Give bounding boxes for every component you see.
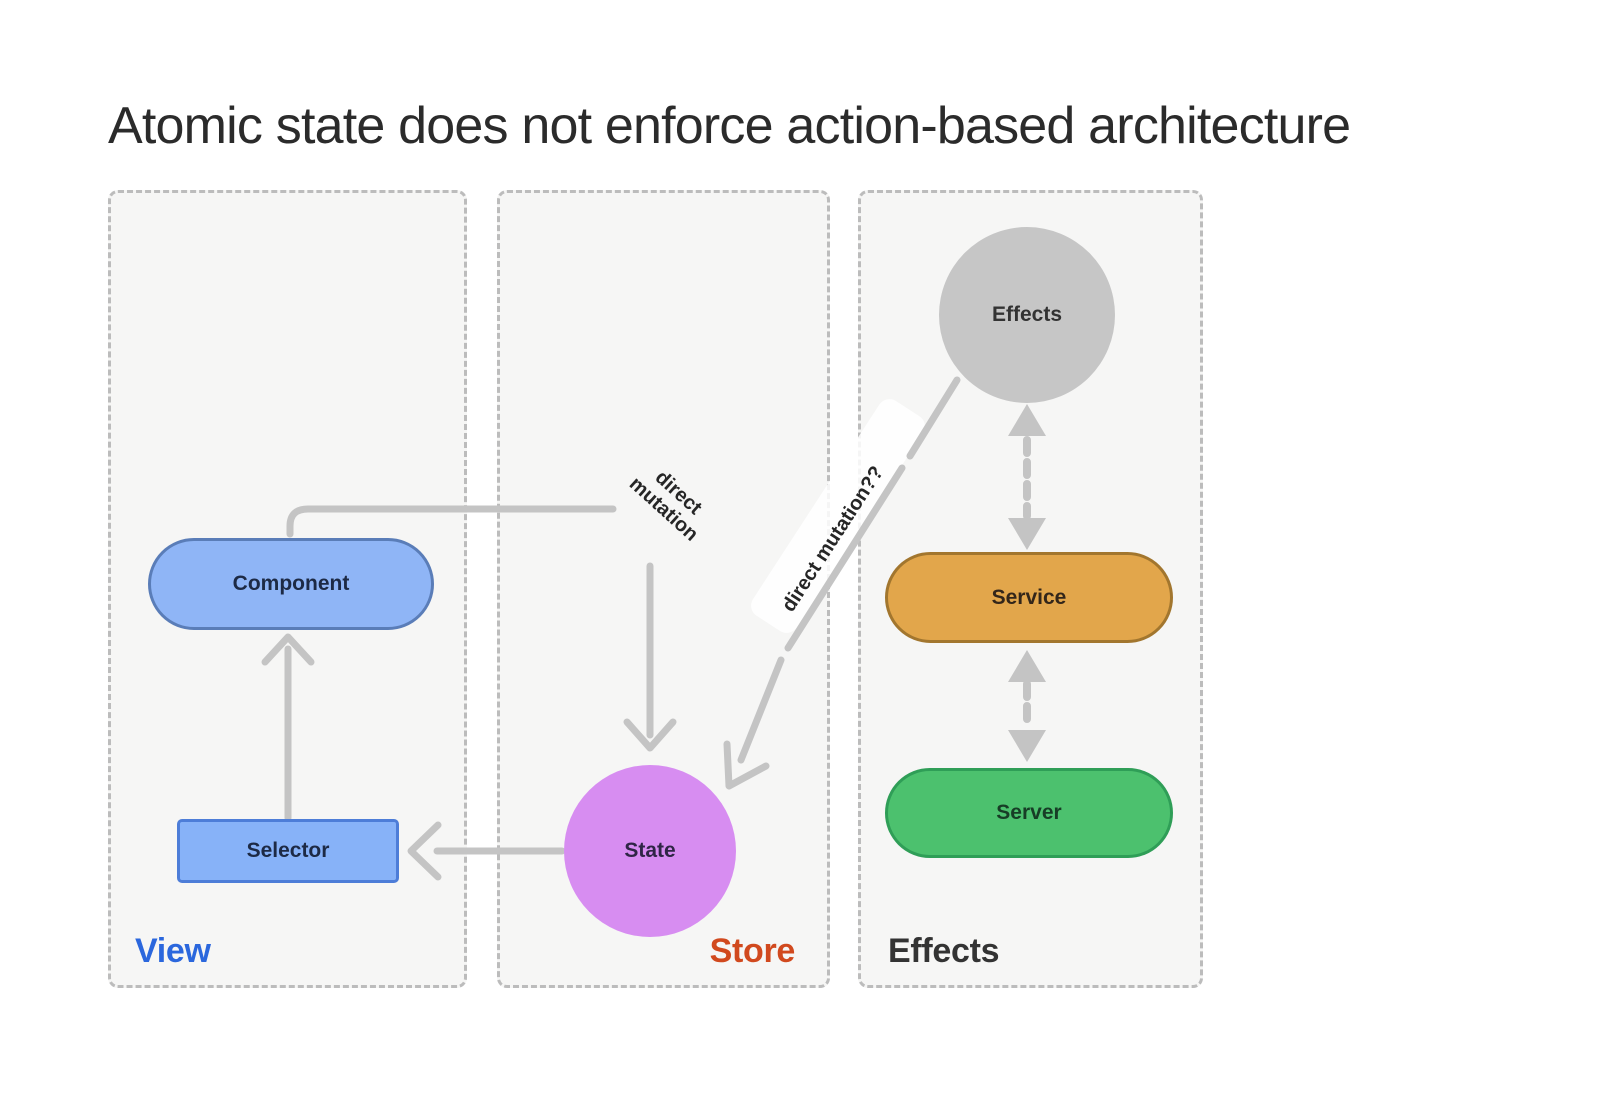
effects-node: Effects — [939, 227, 1115, 403]
component-node-label: Component — [232, 572, 350, 595]
state-node: State — [564, 765, 736, 937]
server-node-label: Server — [996, 801, 1062, 824]
effects-node-label: Effects — [991, 303, 1063, 326]
diagram-title: Atomic state does not enforce action-bas… — [108, 97, 1351, 155]
server-node: Server — [885, 768, 1173, 858]
effects-panel-label: Effects — [888, 932, 1000, 970]
service-node: Service — [885, 552, 1173, 643]
view-panel-label: View — [135, 932, 211, 970]
selector-node: Selector — [177, 819, 399, 883]
state-node-label: State — [624, 839, 676, 862]
store-panel-label: Store — [709, 932, 796, 970]
component-node: Component — [148, 538, 434, 630]
selector-node-label: Selector — [246, 839, 330, 862]
service-node-label: Service — [991, 585, 1067, 609]
